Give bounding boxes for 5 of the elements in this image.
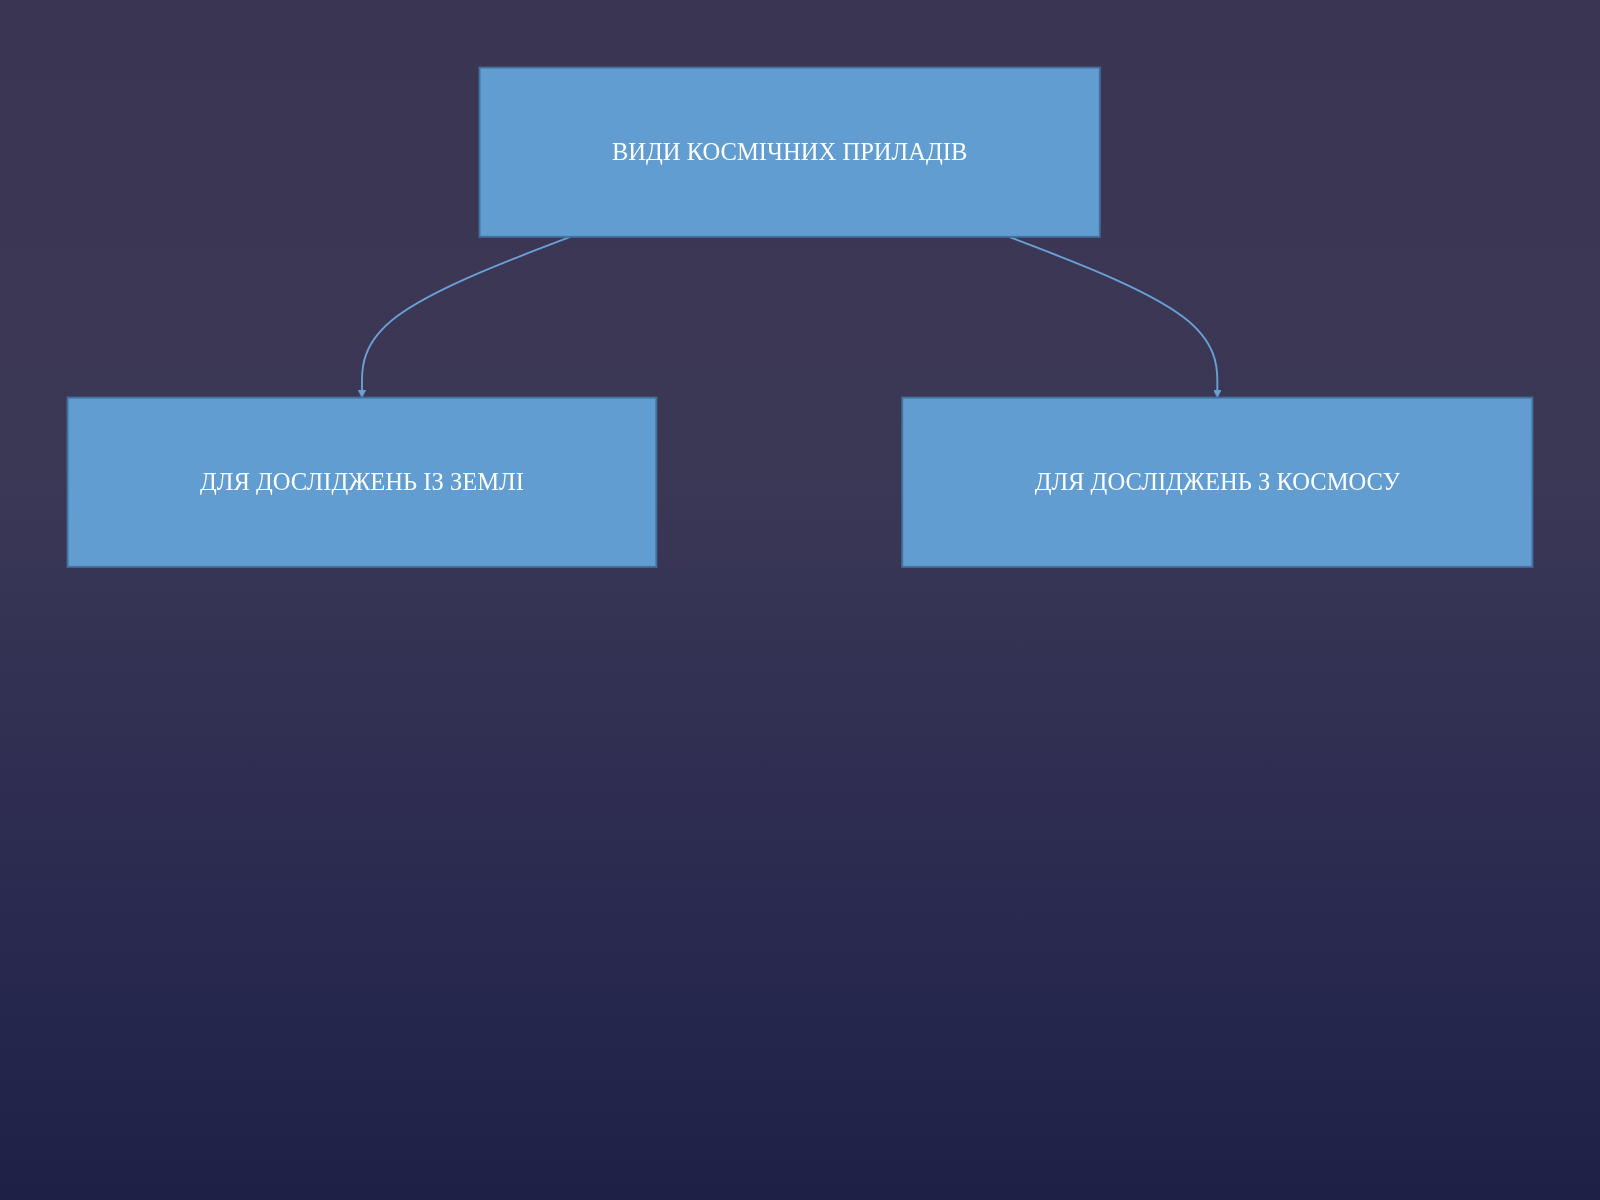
node-box: ДЛЯ ДОСЛІДЖЕНЬ З КОСМОСУ (901, 396, 1534, 568)
arrow (357, 235, 572, 398)
node-box: ДЛЯ ДОСЛІДЖЕНЬ ІЗ ЗЕМЛІ (66, 396, 658, 568)
node-box: ВИДИ КОСМІЧНИХ ПРИЛАДІВ (478, 66, 1101, 238)
arrow (1008, 235, 1222, 398)
